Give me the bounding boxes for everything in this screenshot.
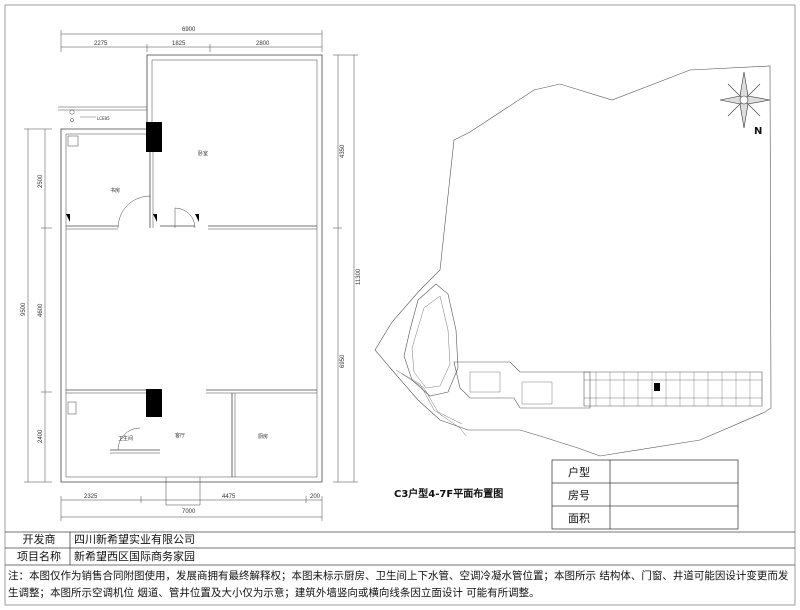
unit-info-table (551, 459, 739, 530)
dimension-lines-top (60, 30, 323, 52)
developer-label: 开发商 (22, 533, 56, 546)
structural-column (146, 122, 162, 152)
dim-bottom-seg2: 4475 (222, 494, 236, 500)
dimension-lines-left (24, 128, 52, 483)
dim-top-seg1: 2275 (94, 41, 108, 47)
room-label-kitchen: 厨房 (258, 433, 268, 440)
fixture-label: LCE85 (97, 116, 110, 121)
developer-row: 开发商 四川新希望实业有限公司 (8, 532, 798, 548)
wall-marker (195, 214, 199, 222)
dim-left-overall: 9500 (21, 302, 27, 316)
dim-top-overall: 6900 (182, 27, 196, 33)
room-label-living: 客厅 (175, 432, 185, 439)
room-label-study: 书房 (110, 187, 120, 194)
dim-left-seg1: 2500 (38, 174, 44, 188)
wall-marker (66, 214, 70, 222)
site-highlight-unit (654, 383, 660, 391)
dim-right-seg1: 4350 (340, 144, 346, 158)
site-plan-caption: C3户型4-7F平面布置图 (394, 487, 503, 500)
room-label-bathroom: 卫生间 (118, 435, 133, 442)
north-label: N (754, 126, 762, 137)
dimension-lines-right (333, 54, 358, 483)
site-plan (374, 65, 772, 457)
unit-type-label: 户型 (568, 465, 590, 479)
dimension-lines-bottom (60, 496, 323, 521)
dim-right-overall: 11300 (356, 268, 362, 285)
room-number-label: 房号 (568, 489, 590, 502)
info-block: 开发商 四川新希望实业有限公司 项目名称 新希望西区国际商务家园 注：本图仅作为… (8, 532, 800, 610)
dim-left-seg2: 4600 (38, 303, 44, 317)
dim-left-seg3: 2400 (38, 429, 44, 443)
wall-marker (153, 214, 157, 222)
area-label: 面积 (568, 512, 590, 525)
north-compass-icon (719, 71, 771, 129)
project-label: 项目名称 (17, 550, 61, 563)
dim-bottom-seg3: 200 (310, 494, 321, 500)
disclaimer-note: 注：本图仅作为销售合同附图使用，发展商拥有最终解释权；本图未标示厨房、卫生间上下… (8, 570, 789, 599)
project-value: 新希望西区国际商务家园 (74, 550, 195, 563)
developer-value: 四川新希望实业有限公司 (74, 533, 195, 546)
sheet-border (4, 4, 796, 606)
room-label-bedroom: 卧室 (198, 150, 208, 157)
structural-column (146, 389, 162, 417)
project-row: 项目名称 新希望西区国际商务家园 (8, 549, 798, 565)
dim-top-seg2: 1825 (172, 41, 186, 47)
info-grid (5, 531, 795, 566)
floor-plan (58, 54, 323, 506)
dim-bottom-overall: 7000 (182, 509, 196, 515)
dim-bottom-seg1: 2325 (84, 494, 98, 500)
dim-right-seg2: 6950 (340, 354, 346, 368)
dim-top-seg3: 2800 (256, 41, 270, 47)
